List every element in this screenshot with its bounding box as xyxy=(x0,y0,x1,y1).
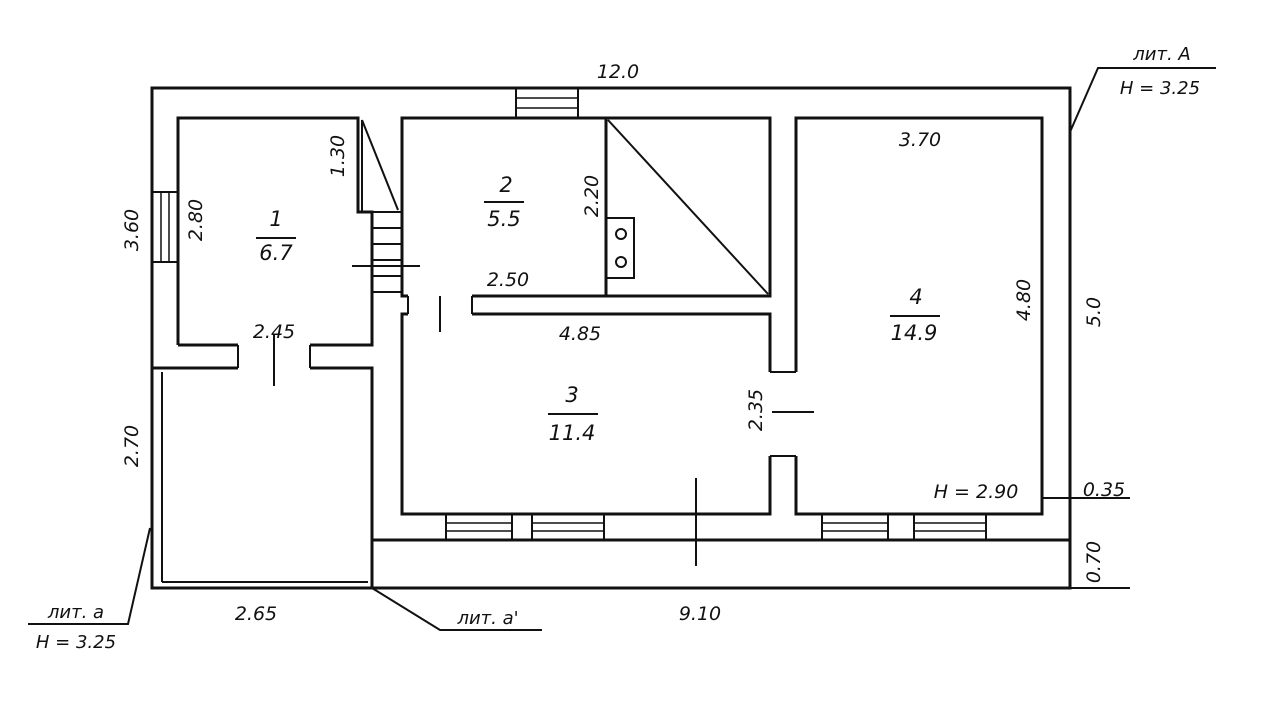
room-2-area: 5.5 xyxy=(487,207,520,231)
room-3-dim-4-85: 4.85 xyxy=(559,323,601,345)
lit-a-small-height: H = 3.25 xyxy=(36,632,116,653)
room-1-area: 6.7 xyxy=(259,241,293,265)
dim-outer-top: 12.0 xyxy=(597,61,639,83)
annex-walls xyxy=(150,366,374,590)
dimension-labels: 12.0 лит. А H = 3.25 3.60 2.70 5.0 0.70 … xyxy=(36,44,1200,653)
corridor-walls xyxy=(370,211,402,345)
stove-icon xyxy=(605,217,635,279)
dim-right-0-70: 0.70 xyxy=(1083,541,1105,583)
room-3-area: 11.4 xyxy=(549,421,596,445)
fraction-bars xyxy=(256,201,940,415)
dim-right-0-35: 0.35 xyxy=(1083,479,1125,501)
room-1-labels: 1 6.7 2.80 1.30 2.45 xyxy=(185,135,349,343)
room-4-area: 14.9 xyxy=(891,321,938,345)
lit-a-height: H = 3.25 xyxy=(1120,78,1200,99)
room-2-walls xyxy=(361,116,608,298)
room-1-dim-1-30: 1.30 xyxy=(327,135,349,177)
room-2-dim-2-50: 2.50 xyxy=(487,269,529,291)
lit-a-prime-label: лит. а' xyxy=(456,608,518,629)
door-marks xyxy=(237,265,814,566)
room-2-number: 2 xyxy=(499,173,512,197)
room-1-dim-2-45: 2.45 xyxy=(253,321,295,343)
room-4-dim-3-70: 3.70 xyxy=(899,129,941,151)
room-2-dim-2-20: 2.20 xyxy=(581,175,603,217)
room-1-dim-2-80: 2.80 xyxy=(185,199,207,241)
dim-left-2-70: 2.70 xyxy=(121,425,143,467)
windows xyxy=(151,87,987,541)
closet-walls xyxy=(604,116,772,298)
room-3-dim-2-35: 2.35 xyxy=(745,389,767,431)
lit-a-small-label: лит. а xyxy=(47,602,104,623)
dim-bottom-2-65: 2.65 xyxy=(235,603,277,625)
room-1-number: 1 xyxy=(269,207,282,231)
lit-a-label: лит. А xyxy=(1132,44,1190,65)
dim-left-3-60: 3.60 xyxy=(121,209,143,251)
dim-bottom-9-10: 9.10 xyxy=(679,603,721,625)
room-4-number: 4 xyxy=(909,285,922,309)
room-3-number: 3 xyxy=(565,383,578,407)
room-2-labels: 2 5.5 2.20 2.50 xyxy=(487,173,603,291)
room-3-labels: 4.85 3 11.4 2.35 xyxy=(549,323,767,445)
room-4-dim-4-80: 4.80 xyxy=(1013,279,1035,321)
leader-lines xyxy=(28,67,1216,631)
dim-right-5-0: 5.0 xyxy=(1083,297,1105,327)
room-height-label: H = 2.90 xyxy=(934,481,1019,503)
room-4-labels: 3.70 4 14.9 4.80 xyxy=(891,129,1035,345)
